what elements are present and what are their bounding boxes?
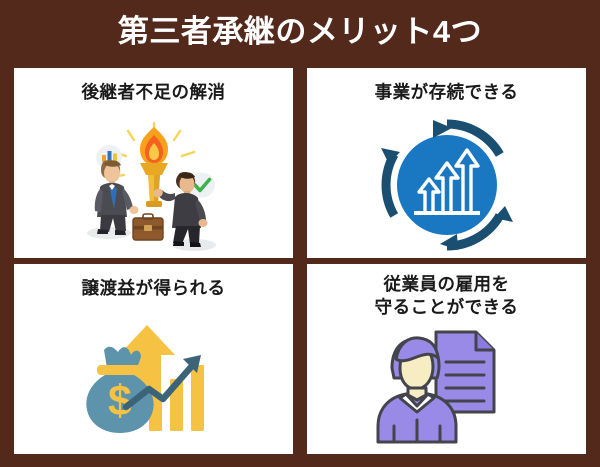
cycle-arrowheads-icon: [380, 120, 513, 250]
growth-cycle-svg: [380, 119, 513, 251]
card-title-business-continuity: 事業が存続できる: [374, 82, 519, 102]
svg-text:$: $: [108, 377, 132, 425]
benefit-card-successor-shortage[interactable]: 後継者不足の解消: [14, 68, 293, 258]
page-title: 第三者承継のメリット4つ: [117, 13, 483, 49]
card-title-protect-employment: 従業員の雇用を 守ることができる: [307, 273, 586, 319]
employee-coat-lines: [392, 418, 441, 444]
card-title-successor-shortage: 後継者不足の解消: [81, 82, 226, 102]
card-title-line-1: 従業員の雇用を: [383, 274, 510, 294]
card-title-line-2: 守ることができる: [374, 297, 519, 318]
arrow-baseline: [413, 211, 480, 215]
employee-icon: [376, 336, 457, 444]
document-lines: [444, 360, 485, 403]
illustration-money-growth: $: [14, 308, 293, 454]
benefit-card-protect-employment[interactable]: 従業員の雇用を 守ることができる: [307, 264, 586, 454]
card-title-transfer-gain: 譲渡益が得られる: [81, 278, 226, 298]
briefcase-icon: [131, 213, 164, 241]
ascending-arrows-icon: [416, 148, 480, 215]
illustration-employee-document: [307, 322, 586, 454]
torch-handover-svg: [86, 121, 216, 251]
trend-arrow-icon: [122, 355, 201, 411]
torch-icon: [139, 127, 168, 207]
money-bag-icon: $: [85, 346, 154, 433]
check-badge-icon: [188, 172, 215, 198]
header-bar: 第三者承継のメリット4つ: [0, 0, 600, 62]
money-growth-svg: $: [85, 325, 204, 433]
illustration-growth-cycle: [307, 112, 586, 258]
figure-predecessor: [94, 159, 138, 235]
benefit-card-business-continuity[interactable]: 事業が存続できる: [307, 68, 586, 258]
benefit-card-grid: 後継者不足の解消: [14, 68, 586, 454]
employee-document-svg: [376, 330, 495, 444]
benefit-card-transfer-gain[interactable]: 譲渡益が得られる: [14, 264, 293, 454]
figure-successor: [152, 171, 207, 247]
illustration-torch-handover: [14, 112, 293, 258]
